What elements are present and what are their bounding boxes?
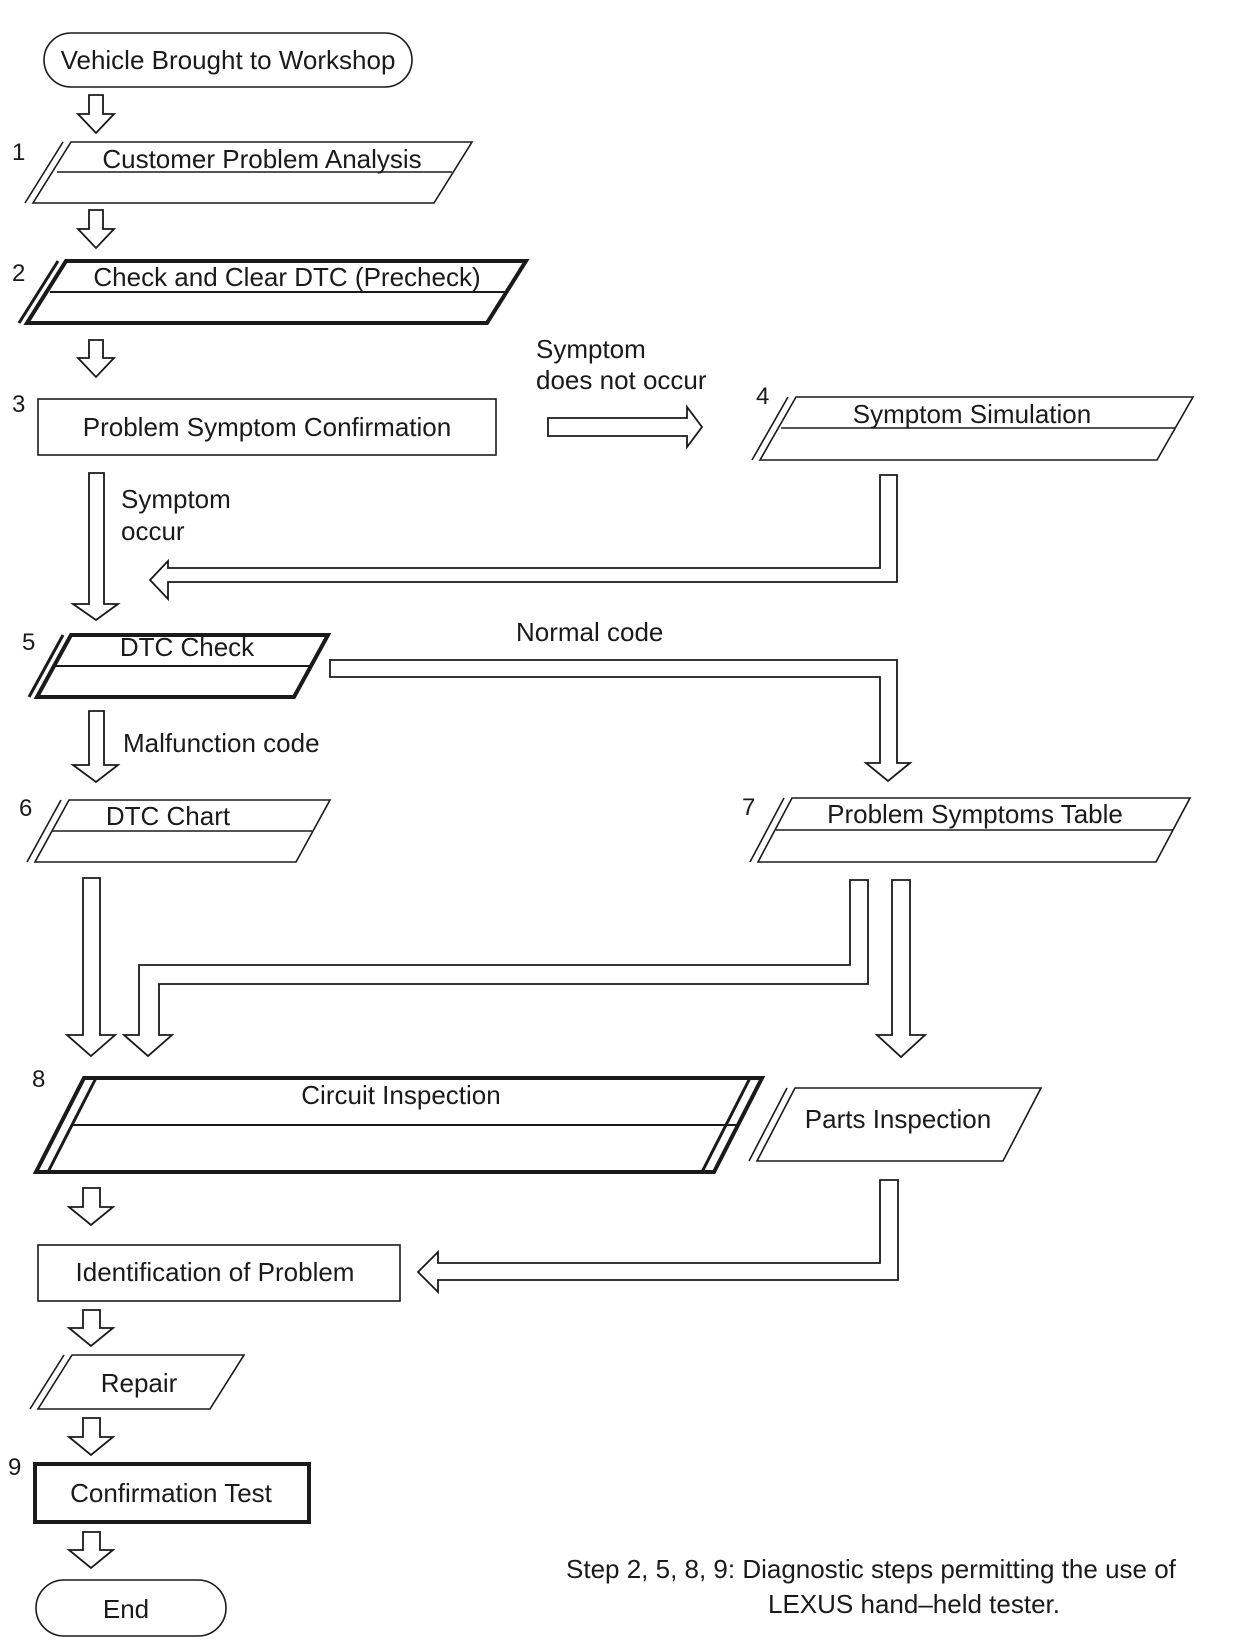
arrow-step-7-to-parts (874, 879, 928, 1059)
arrow-right-to-step-4 (547, 404, 704, 450)
step-1-label: Customer Problem Analysis (102, 144, 421, 174)
identification-label: Identification of Problem (76, 1257, 355, 1287)
branch-occur-label-1: Symptom (121, 484, 231, 514)
branch-normal-code-label: Normal code (516, 617, 663, 647)
arrow-down-1 (75, 94, 117, 135)
step-4-number: 4 (756, 383, 769, 410)
start-label: Vehicle Brought to Workshop (61, 45, 396, 75)
step-6-dtc-chart: 6 DTC Chart (19, 795, 332, 863)
step-2-label: Check and Clear DTC (Precheck) (93, 262, 480, 292)
arrow-down-to-repair (66, 1309, 116, 1348)
footnote: Step 2, 5, 8, 9: Diagnostic steps permit… (566, 1554, 1177, 1619)
step-5-dtc-check: 5 DTC Check (22, 629, 332, 699)
parts-inspection: Parts Inspection (748, 1087, 1043, 1162)
step-7-number: 7 (742, 794, 755, 821)
step-7-label: Problem Symptoms Table (827, 799, 1123, 829)
step-8-number: 8 (32, 1066, 45, 1093)
step-3-label: Problem Symptom Confirmation (83, 412, 451, 442)
end-label: End (103, 1594, 149, 1624)
step-6-number: 6 (19, 795, 32, 822)
step-9-number: 9 (8, 1454, 21, 1481)
step-7-problem-symptoms-table: 7 Problem Symptoms Table (742, 794, 1192, 863)
arrow-down-to-end (66, 1531, 116, 1570)
step-9-label: Confirmation Test (70, 1478, 273, 1508)
branch-not-occur-label-2: does not occur (536, 365, 707, 395)
step-3-problem-symptom-confirmation: 3 Problem Symptom Confirmation (12, 391, 497, 456)
repair-label: Repair (101, 1368, 178, 1398)
arrow-down-3 (75, 339, 117, 379)
step-8-label: Circuit Inspection (301, 1080, 500, 1110)
step-4-label: Symptom Simulation (853, 399, 1091, 429)
step-3-number: 3 (12, 391, 25, 418)
step-9-confirmation-test: 9 Confirmation Test (8, 1454, 311, 1524)
arrow-down-to-step-9 (66, 1417, 116, 1457)
branch-occur-label-2: occur (121, 516, 185, 546)
arrow-step-6-to-step-8 (64, 877, 118, 1058)
arrow-parts-to-identification (416, 1179, 899, 1295)
end-terminal: End (35, 1579, 227, 1637)
step-6-label: DTC Chart (106, 801, 231, 831)
step-4-symptom-simulation: 4 Symptom Simulation (751, 383, 1195, 461)
arrow-malfunction-to-step-6 (70, 710, 121, 784)
arrow-normal-code-to-step-7 (329, 659, 913, 783)
start-terminal: Vehicle Brought to Workshop (43, 32, 413, 88)
step-2-check-clear-dtc: 2 Check and Clear DTC (Precheck) (12, 259, 530, 325)
footnote-line-2: LEXUS hand–held tester. (768, 1589, 1060, 1619)
arrow-down-to-identification (66, 1187, 116, 1227)
step-5-label: DTC Check (120, 632, 255, 662)
step-1-customer-problem-analysis: 1 Customer Problem Analysis (12, 139, 474, 204)
step-1-number: 1 (12, 139, 25, 166)
parts-inspection-label: Parts Inspection (805, 1104, 991, 1134)
step-5-number: 5 (22, 629, 35, 656)
branch-not-occur-label-1: Symptom (536, 334, 646, 364)
branch-malfunction-code-label: Malfunction code (123, 728, 320, 758)
arrow-down-to-step-5 (70, 472, 121, 622)
footnote-line-1: Step 2, 5, 8, 9: Diagnostic steps permit… (566, 1554, 1177, 1584)
arrow-step-7-to-step-8 (121, 879, 869, 1058)
identification-of-problem: Identification of Problem (37, 1244, 401, 1302)
repair-step: Repair (29, 1354, 246, 1410)
arrow-return-from-step-4 (148, 474, 898, 602)
step-2-number: 2 (12, 260, 25, 287)
step-8-circuit-inspection: 8 Circuit Inspection (32, 1066, 766, 1174)
arrow-down-2 (75, 209, 117, 250)
